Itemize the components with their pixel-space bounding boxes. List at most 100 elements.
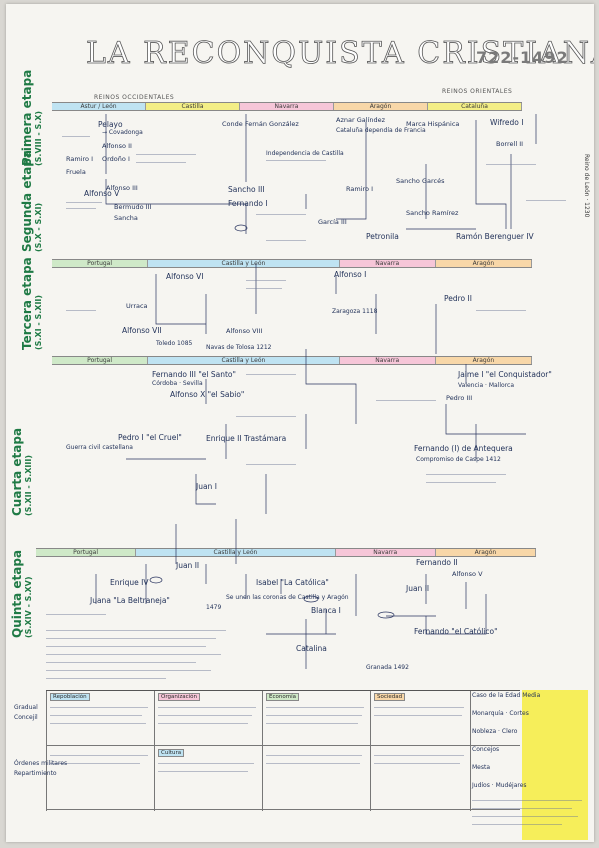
- table-left-label: Repartimiento: [14, 770, 57, 777]
- side-note: Reino de León · 1230: [583, 154, 590, 218]
- handwriting-stroke: [246, 464, 296, 465]
- name-marca-hispanica: Marca Hispánica: [406, 120, 460, 128]
- handwriting-stroke: [62, 136, 90, 137]
- handwriting-stroke: [66, 310, 96, 311]
- note-guerra-civil: Guerra civil castellana: [66, 444, 133, 451]
- table-tag: Repoblación: [50, 693, 90, 701]
- table-left-label: Concejil: [14, 714, 38, 721]
- name-alfonso8: Alfonso VIII: [226, 327, 263, 335]
- name-fernando-catolico: Fernando "el Católico": [414, 627, 498, 636]
- name-fernando3: Fernando III "el Santo": [152, 370, 236, 379]
- band-2-cell: Portugal: [52, 260, 149, 267]
- page-title: La Reconquista Cristiana: [86, 36, 594, 72]
- name-enrique4: Enrique IV: [110, 578, 149, 587]
- note-1479: 1479: [206, 604, 222, 611]
- handwriting-stroke: [266, 763, 360, 764]
- table-col: [262, 691, 263, 811]
- handwriting-stroke: [246, 374, 296, 375]
- summary-line: Caso de la Edad Media: [472, 692, 541, 699]
- band-1-cell: Navarra: [240, 103, 334, 110]
- name-pelayo: Pelayo: [98, 120, 123, 129]
- name-juana: Juana "La Beltraneja": [90, 596, 170, 605]
- handwriting-stroke: [158, 771, 248, 772]
- band-1-cell: Castilla: [146, 103, 240, 110]
- handwriting-stroke: [374, 707, 464, 708]
- table-col: [370, 691, 371, 811]
- note-toledo: Toledo 1085: [156, 340, 193, 347]
- name-sancho-ramirez: Sancho Ramírez: [406, 209, 459, 217]
- name-ramiro1: Ramiro I: [66, 155, 93, 163]
- table-col: [154, 691, 155, 811]
- name-sancho-garces: Sancho Garcés: [396, 177, 445, 185]
- note-independencia: Independencia de Castilla: [266, 150, 344, 157]
- name-enrique2: Enrique II Trastámara: [206, 434, 287, 443]
- handwriting-stroke: [158, 715, 252, 716]
- handwriting-stroke: [50, 755, 148, 756]
- name-bermudo3: Bermudo III: [114, 203, 152, 211]
- name-blanca: Blanca I: [311, 606, 341, 615]
- handwriting-stroke: [472, 800, 582, 801]
- table-tag: Sociedad: [374, 693, 406, 701]
- handwriting-stroke: [266, 160, 326, 161]
- summary-line: Concejos: [472, 746, 500, 753]
- handwriting-stroke: [136, 154, 196, 155]
- name-fruela: Fruela: [66, 168, 86, 176]
- name-sancho-iii: Sancho III: [228, 185, 265, 194]
- handwriting-stroke: [46, 638, 216, 639]
- band-4-cell: Aragón: [435, 549, 537, 556]
- band-1-cell: Astur / León: [52, 103, 146, 110]
- band-3-cell: Portugal: [52, 357, 149, 364]
- handwriting-stroke: [46, 654, 221, 655]
- band-3-cell: Castilla y León: [148, 357, 340, 364]
- handwriting-stroke: [66, 208, 96, 209]
- name-fernan-gonzalez: Conde Fernán González: [222, 120, 299, 128]
- note-caspe: Compromiso de Caspe 1412: [416, 456, 501, 463]
- study-sheet: La Reconquista Cristiana 722-1492 REINOS…: [6, 4, 594, 842]
- name-sancha: Sancha: [114, 214, 138, 222]
- table-left-label: Órdenes militares: [14, 760, 68, 767]
- band-1-cell: Cataluña: [428, 103, 522, 110]
- name-isabel: Isabel "La Católica": [256, 578, 329, 587]
- handwriting-stroke: [50, 715, 142, 716]
- name-urraca: Urraca: [126, 302, 148, 310]
- handwriting-stroke: [236, 416, 296, 417]
- handwriting-stroke: [50, 763, 140, 764]
- name-alfonso7: Alfonso VII: [122, 326, 162, 335]
- name-alfonso6: Alfonso VI: [166, 272, 204, 281]
- handwriting-stroke: [472, 824, 562, 825]
- table-col: [470, 691, 471, 811]
- name-ordono1: Ordoño I: [102, 155, 130, 163]
- name-alfonso5-ar: Alfonso V: [452, 570, 483, 578]
- handwriting-stroke: [266, 707, 364, 708]
- name-wifredo: Wifredo I: [490, 118, 524, 127]
- handwriting-stroke: [486, 164, 536, 165]
- genealogy-connectors: [95, 114, 537, 669]
- note-granada: Granada 1492: [366, 664, 409, 671]
- name-aznar: Aznar Galíndez: [336, 116, 385, 124]
- name-alfonso5: Alfonso V: [84, 189, 120, 198]
- name-catalina: Catalina: [296, 644, 327, 653]
- handwriting-stroke: [376, 400, 436, 401]
- note-navas: Navas de Tolosa 1212: [206, 344, 272, 351]
- name-pedro3: Pedro III: [446, 394, 473, 402]
- name-alfonso2: Alfonso II: [102, 142, 132, 150]
- band-2-cell: Aragón: [435, 260, 533, 267]
- table-row-divider: [46, 809, 520, 810]
- summary-table: Repoblación Organización Economía Socied…: [46, 690, 520, 811]
- handwriting-stroke: [426, 474, 506, 475]
- band-kingdoms-2: Portugal Castilla y León Navarra Aragón: [52, 259, 533, 268]
- band-4-cell: Navarra: [335, 549, 436, 556]
- band-2-cell: Castilla y León: [148, 260, 340, 267]
- name-petronila: Petronila: [366, 232, 399, 241]
- band-2-cell: Navarra: [339, 260, 436, 267]
- table-tag: Economía: [266, 693, 299, 701]
- band-3-cell: Navarra: [339, 357, 436, 364]
- handwriting-stroke: [50, 723, 146, 724]
- handwriting-stroke: [374, 763, 460, 764]
- table-row-divider: [46, 745, 520, 746]
- note-valencia-mallorca: Valencia · Mallorca: [458, 382, 515, 389]
- handwriting-stroke: [46, 670, 211, 671]
- handwriting-stroke: [374, 755, 464, 756]
- handwriting-stroke: [46, 614, 106, 615]
- name-alfonso10: Alfonso X "el Sabio": [170, 390, 245, 399]
